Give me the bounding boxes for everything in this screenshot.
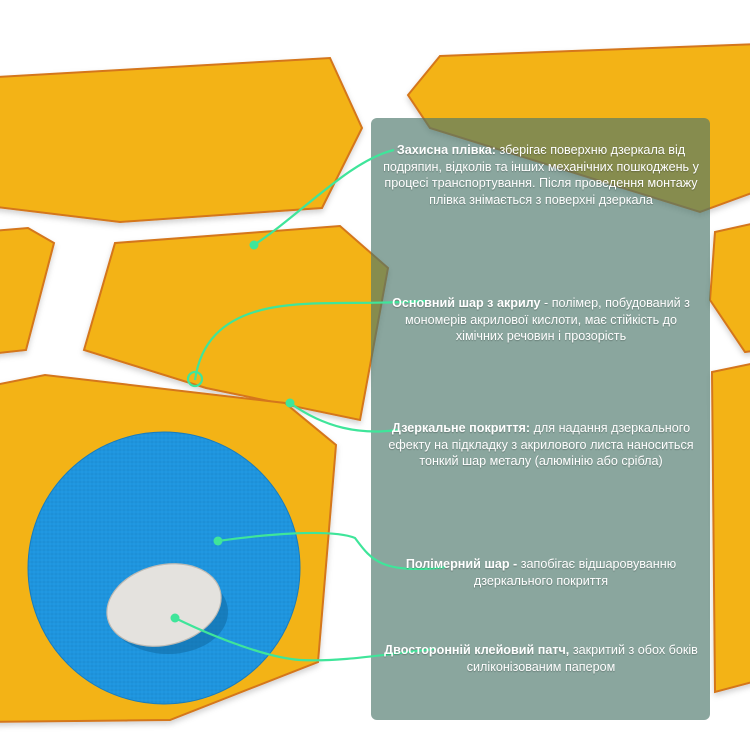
callout-acrylic-layer: Основний шар з акрилу - полімер, побудов… — [380, 295, 702, 345]
hexagon-tile-right-bottom — [710, 363, 750, 694]
hexagon-tile-left-small — [0, 226, 56, 354]
callout-mirror-coating: Дзеркальне покриття: для надання дзеркал… — [380, 420, 702, 470]
dot-polymer-layer — [213, 536, 223, 546]
callout-polymer-layer-text: запобігає відшаровуванню дзеркального по… — [473, 557, 677, 588]
connector-polymer-layer — [217, 531, 447, 571]
callout-adhesive-patch: Двосторонній клейовий патч, закритий з о… — [380, 642, 702, 675]
callout-mirror-coating-title: Дзеркальне покриття: — [391, 421, 531, 435]
callout-acrylic-layer-text: - полімер, побудований з мономерів акрил… — [404, 296, 690, 343]
callout-mirror-coating-text: для надання дзеркального ефекту на підкл… — [388, 421, 694, 468]
connector-adhesive-patch — [174, 617, 435, 662]
callout-acrylic-layer-title: Основний шар з акрилу — [392, 296, 541, 310]
callout-protective-film-text: зберігає поверхню дзеркала від подряпин,… — [383, 143, 699, 207]
callout-protective-film-title: Захисна плівка: — [396, 143, 496, 157]
connector-protective-film — [253, 148, 395, 246]
callout-adhesive-patch-text: закритий з обох боків силіконізованим па… — [466, 643, 698, 674]
connector-mirror-coating — [289, 402, 399, 433]
connector-acrylic-layer — [193, 299, 427, 381]
dot-mirror-coating — [285, 398, 295, 408]
hexagon-tile-top-left — [0, 56, 364, 224]
dot-adhesive-patch — [170, 613, 180, 623]
callout-polymer-layer-title: Полімерний шар - — [405, 557, 518, 571]
ring-acrylic-layer — [186, 370, 204, 388]
hexagon-tile-right-middle — [708, 223, 750, 354]
hexagon-tile-center — [82, 224, 390, 422]
callout-polymer-layer: Полімерний шар - запобігає відшаровуванн… — [380, 556, 702, 589]
callout-protective-film: Захисна плівка: зберігає поверхню дзерка… — [380, 142, 702, 208]
callout-adhesive-patch-title: Двосторонній клейовий патч, — [384, 643, 570, 657]
dot-protective-film — [249, 240, 259, 250]
info-panel — [371, 118, 710, 720]
